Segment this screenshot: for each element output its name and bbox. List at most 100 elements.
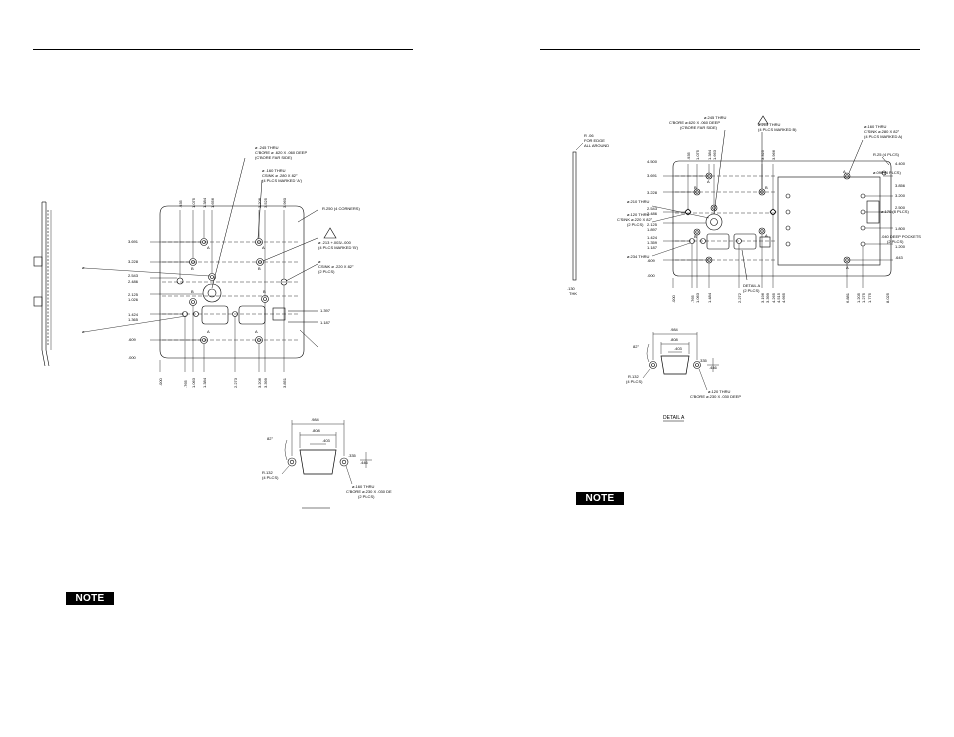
y-dimension: 1.026	[128, 297, 139, 302]
detail-callout: (4 PLCS)	[626, 379, 643, 384]
y-dimension: 1.397	[320, 308, 331, 313]
note-badge: NOTE	[66, 592, 114, 605]
top-dimension: 1.663	[712, 149, 717, 160]
x-dimension: 4.265	[771, 292, 776, 303]
y-dimension: .000	[128, 355, 137, 360]
top-dimension: 1.075	[191, 197, 196, 208]
detail-dimension: .335	[699, 358, 708, 363]
warning-triangle-icon	[757, 115, 769, 125]
connector-cutout	[733, 233, 757, 250]
top-dimension: 1.656	[210, 197, 215, 208]
x-dimension: 4.665	[781, 292, 786, 303]
y-dimension: 1.424	[128, 312, 139, 317]
detail-callout: R.132	[628, 374, 639, 379]
callout-text: (4 PLCS MARKED 'B')	[318, 245, 359, 250]
detail-callout: (2 PLCS)	[358, 494, 375, 499]
x-dimension: 1.384	[202, 377, 207, 388]
connector-cutout	[201, 305, 229, 325]
x-dimension: 6.881	[845, 292, 850, 303]
hole-marker: A	[207, 245, 210, 250]
connector-cutout	[238, 305, 266, 325]
detail-dimension: 82°	[633, 344, 639, 349]
detail-callout: ø.160 THRU	[352, 484, 374, 489]
detail-a-drawing	[642, 332, 719, 422]
callout-text: (2 PLCS)	[743, 288, 760, 293]
top-rule	[33, 49, 413, 50]
callout-text: (4 PLCS MARKED 'A')	[262, 178, 303, 183]
hole-marker: B	[765, 185, 768, 190]
callout-text: R.25 (4 PLCS)	[873, 152, 900, 157]
detail-dimension: .984	[670, 327, 679, 332]
y-dimension: 3.228	[647, 190, 658, 195]
callout-text: C'SINK ø.280 X 82°	[864, 129, 900, 134]
detail-dimension: .403	[322, 438, 331, 443]
y-dimension: 2.543	[647, 206, 658, 211]
top-rule	[540, 49, 920, 50]
detail-callout: C'BORE ø.230 X .030 DEEP	[690, 394, 741, 399]
callout-text: (2 PLCS)	[318, 269, 335, 274]
hole-marker: A	[846, 265, 849, 270]
detail-title: DETAIL A	[663, 415, 685, 421]
detail-dimension: .446	[360, 460, 369, 465]
callout-text: ø.160 THRU	[864, 124, 886, 129]
hole-marker: A	[262, 245, 265, 250]
callout-text: ø .160 THRU	[262, 168, 286, 173]
detail-dimension: .808	[312, 428, 321, 433]
top-dimension: 3.966	[771, 149, 776, 160]
x-dimension: .000	[158, 377, 163, 386]
right-y-dimension: 3.856	[895, 183, 906, 188]
side-view-label: R .06	[584, 133, 594, 138]
callout-text: (2 PLCS)	[627, 222, 644, 227]
y-dimension: .000	[647, 273, 656, 278]
x-dimension: .765	[183, 379, 188, 388]
hole-marker: B	[694, 185, 697, 190]
callout-text: ø	[82, 265, 85, 270]
x-dimension: .000	[671, 294, 676, 303]
side-profile-view	[572, 142, 584, 281]
x-dimension: .765	[690, 294, 695, 303]
top-dimension: 3.525	[263, 197, 268, 208]
detail-callout: ø.120 THRU	[708, 389, 730, 394]
hole-marker: B	[191, 266, 194, 271]
callout-text: (4 PLCS MARKED A)	[864, 134, 903, 139]
y-dimension: .609	[647, 258, 656, 263]
side-view-label: ALL AROUND	[584, 143, 609, 148]
right-page: R .06 FOR EDGE ALL AROUND .130 THK ø.245…	[477, 0, 954, 737]
side-view-label: FOR EDGE	[584, 138, 605, 143]
y-dimension: 2.486	[128, 279, 139, 284]
y-dimension: .609	[128, 337, 137, 342]
x-dimension: 2.273	[233, 377, 238, 388]
side-view-label: THK	[569, 291, 577, 296]
callout-text: ø	[318, 259, 321, 264]
x-dimension: 1.275	[861, 292, 866, 303]
top-dimension: 1.384	[707, 149, 712, 160]
top-dimension: .935	[686, 151, 691, 160]
callout-text: ø.210 THRU	[627, 199, 649, 204]
callout-text: (2 PLCS)	[887, 239, 904, 244]
hole-marker: B	[191, 289, 194, 294]
x-dimension: 3.399	[263, 377, 268, 388]
y-dimension: 2.125	[128, 292, 139, 297]
y-dimension: 1.424	[647, 235, 658, 240]
right-y-dimension: 4.400	[895, 161, 906, 166]
right-y-dimension: 1.800	[895, 226, 906, 231]
panel-outline	[159, 205, 305, 359]
y-dimension: 1.897	[647, 227, 658, 232]
y-dimension: 2.543	[128, 273, 139, 278]
callout-text: ø.213 THRU	[758, 122, 780, 127]
panel-outline	[672, 160, 892, 277]
right-y-dimension: .643	[895, 255, 904, 260]
front-panel-drawing: ø .245 THRU C'BORE ø .620 X .060 DEEP (C…	[33, 145, 392, 509]
y-dimension: 3.228	[128, 259, 139, 264]
x-dimension: 1.484	[707, 292, 712, 303]
detail-dimension: .808	[670, 337, 679, 342]
callout-text: C'SINK ø.220 X 82°	[617, 217, 653, 222]
top-dimension: 3.206	[257, 197, 262, 208]
callout-text: ø.234 THRU	[627, 254, 649, 259]
y-dimension: 4.500	[647, 159, 658, 164]
callout-text: .040 DEEP POCKETS	[881, 234, 921, 239]
x-dimension: 3.196	[760, 292, 765, 303]
x-dimension: 3.206	[257, 377, 262, 388]
x-dimension: 3.399	[765, 292, 770, 303]
hole-marker: A	[207, 329, 210, 334]
